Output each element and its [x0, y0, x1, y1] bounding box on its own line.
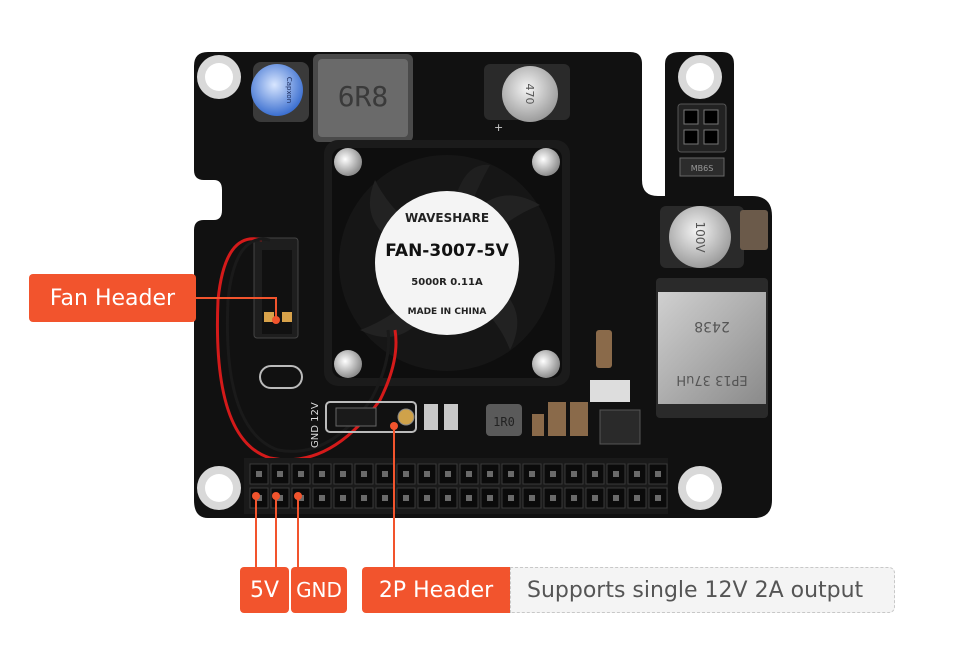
fan-origin: MADE IN CHINA: [408, 307, 487, 317]
gpio-header-40pin: [244, 458, 668, 514]
two-pin-header: [325, 401, 417, 433]
cap2-text: 470: [523, 84, 536, 105]
dot-fan-header: [272, 316, 280, 324]
dot-2p-header: [390, 422, 398, 430]
bridge-label: MB6S: [691, 164, 714, 173]
plus-mark: +: [494, 121, 503, 134]
gpio-pin-contact: [340, 495, 346, 501]
mount-hole-top-right: [678, 55, 722, 99]
gpio-pin-contact: [445, 471, 451, 477]
gpio-pin-contact: [571, 495, 577, 501]
gpio-pin-contact: [466, 471, 472, 477]
callout-2p-header: 2P Header: [362, 567, 510, 613]
gpio-pin-contact: [382, 471, 388, 477]
gpio-pin-contact: [466, 495, 472, 501]
small-inductor-label: 1R0: [493, 415, 515, 429]
capacitor-silver-right: 100V: [660, 206, 768, 268]
callout-fan-header: Fan Header: [29, 274, 196, 322]
gpio-pin-contact: [529, 495, 535, 501]
screw-icon: [532, 148, 560, 176]
gpio-pin-contact: [403, 495, 409, 501]
fan-spec: 5000R 0.11A: [411, 277, 483, 288]
gpio-pin-contact: [319, 495, 325, 501]
gpio-pin-contact: [592, 495, 598, 501]
gpio-pin-contact: [550, 495, 556, 501]
gpio-pin-contact: [424, 471, 430, 477]
transformer: 2438 EP13 37uH: [656, 278, 768, 418]
fan-header-connector: [253, 237, 303, 389]
fan-wire-red: [215, 237, 398, 462]
gpio-pin-contact: [613, 471, 619, 477]
dot-5v-2: [272, 492, 280, 500]
gpio-pin-contact: [529, 471, 535, 477]
capacitor-blue: Capxon: [251, 62, 309, 122]
gpio-pin-contact: [571, 471, 577, 477]
gpio-pin-contact: [319, 471, 325, 477]
cap1-text: Capxon: [285, 77, 293, 103]
gpio-pin-contact: [655, 495, 661, 501]
screw-icon: [334, 350, 362, 378]
cap3-text: 100V: [693, 221, 707, 253]
inductor-label: 6R8: [338, 80, 389, 113]
gpio-pin-contact: [382, 495, 388, 501]
transformer-text-1: 2438: [694, 318, 730, 334]
gpio-pin-contact: [592, 471, 598, 477]
callout-5v: 5V: [240, 567, 289, 613]
cooling-fan: WAVESHARE FAN-3007-5V 5000R 0.11A MADE I…: [324, 140, 570, 386]
gpio-pin-contact: [655, 471, 661, 477]
screw-icon: [334, 148, 362, 176]
capacitor-silver-top: 470 +: [484, 64, 570, 134]
callout-leaders: [196, 297, 395, 570]
gpio-pin-contact: [277, 495, 283, 501]
inductor-6r8: 6R8: [313, 54, 413, 142]
gpio-pin-contact: [256, 471, 262, 477]
gpio-pin-contact: [340, 471, 346, 477]
gpio-pin-contact: [403, 471, 409, 477]
dot-gnd: [294, 492, 302, 500]
callout-2p-note: Supports single 12V 2A output: [510, 567, 895, 613]
gpio-pin-contact: [361, 471, 367, 477]
fan-wire-black: [225, 237, 391, 453]
jumper-header-top-right: MB6S: [677, 103, 727, 177]
gpio-pin-contact: [361, 495, 367, 501]
gpio-pin-contact: [508, 471, 514, 477]
gpio-pin-contact: [298, 471, 304, 477]
mount-hole-top-left: [197, 55, 241, 99]
leader-fan-header: [196, 297, 277, 318]
callout-gnd: GND: [291, 567, 347, 613]
screw-icon: [532, 350, 560, 378]
gpio-pin-contact: [277, 471, 283, 477]
gpio-pin-contact: [634, 495, 640, 501]
mount-hole-bottom-right: [678, 466, 722, 510]
gpio-pin-contact: [424, 495, 430, 501]
gpio-pin-contact: [487, 495, 493, 501]
gpio-pin-contact: [550, 471, 556, 477]
gpio-pin-contact: [613, 495, 619, 501]
dot-5v: [252, 492, 260, 500]
smd-components: 1R0: [424, 330, 641, 445]
mount-hole-bottom-left: [197, 466, 241, 510]
gpio-pin-contact: [508, 495, 514, 501]
gpio-pin-contact: [445, 495, 451, 501]
fan-brand: WAVESHARE: [405, 211, 489, 225]
gpio-pin-contact: [634, 471, 640, 477]
fan-model: FAN-3007-5V: [385, 241, 509, 261]
silk-gnd-12v: GND 12V: [310, 402, 321, 448]
gpio-pin-contact: [487, 471, 493, 477]
transformer-text-2: EP13 37uH: [676, 372, 747, 387]
